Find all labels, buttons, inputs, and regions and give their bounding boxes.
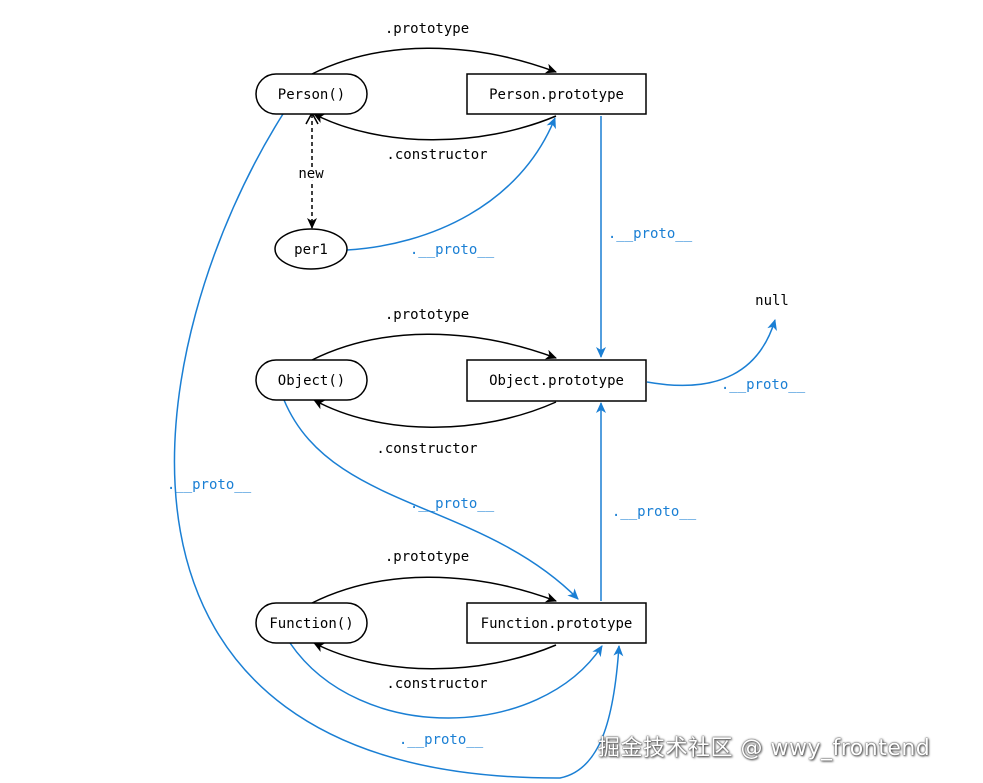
edge-function-constructor bbox=[313, 642, 557, 670]
edge-object-constructor bbox=[313, 399, 557, 428]
node-object-proto bbox=[466, 359, 647, 402]
edge-object-ctor-proto bbox=[283, 399, 579, 600]
edge-function-prototype bbox=[311, 576, 557, 604]
label-object-ctor-proto: .__proto__ bbox=[410, 496, 495, 512]
node-person-ctor bbox=[255, 73, 368, 115]
edge-per1-proto bbox=[346, 117, 556, 251]
node-per1-label: per1 bbox=[294, 242, 328, 258]
node-object-proto-label: Object.prototype bbox=[489, 373, 624, 389]
watermark: 掘金技术社区 @ wwy_frontend bbox=[598, 736, 931, 761]
node-per1 bbox=[274, 228, 348, 270]
node-object-ctor-label: Object() bbox=[278, 373, 345, 389]
label-object-prototype: .prototype bbox=[385, 307, 469, 323]
node-null-label: null bbox=[755, 293, 789, 309]
label-new: new bbox=[298, 166, 324, 182]
edge-person-prototype bbox=[311, 47, 557, 75]
label-object-constructor: .constructor bbox=[376, 441, 477, 457]
label-person-constructor: .constructor bbox=[386, 147, 487, 163]
edge-function-ctor-proto bbox=[289, 642, 603, 719]
node-person-ctor-label: Person() bbox=[278, 87, 345, 103]
label-person-proto-proto: .__proto__ bbox=[608, 226, 693, 242]
node-function-proto-label: Function.prototype bbox=[481, 616, 633, 632]
edge-person-ctor-proto bbox=[173, 113, 624, 779]
label-function-ctor-proto: .__proto__ bbox=[399, 732, 484, 748]
node-object-ctor bbox=[255, 359, 368, 401]
node-function-ctor bbox=[255, 602, 368, 644]
edge-object-prototype bbox=[311, 333, 557, 361]
edge-object-proto-null bbox=[646, 319, 777, 387]
label-object-proto-null: .__proto__ bbox=[721, 377, 806, 393]
label-person-ctor-proto: .__proto__ bbox=[167, 477, 252, 493]
node-function-proto bbox=[466, 602, 647, 644]
node-person-proto bbox=[466, 73, 647, 115]
label-function-constructor: .constructor bbox=[386, 676, 487, 692]
label-function-prototype: .prototype bbox=[385, 549, 469, 565]
label-function-proto-proto: .__proto__ bbox=[612, 504, 697, 520]
edge-person-constructor bbox=[313, 113, 557, 141]
node-person-proto-label: Person.prototype bbox=[489, 87, 624, 103]
label-per1-proto: .__proto__ bbox=[410, 242, 495, 258]
label-person-prototype: .prototype bbox=[385, 21, 469, 37]
node-function-ctor-label: Function() bbox=[269, 616, 353, 632]
